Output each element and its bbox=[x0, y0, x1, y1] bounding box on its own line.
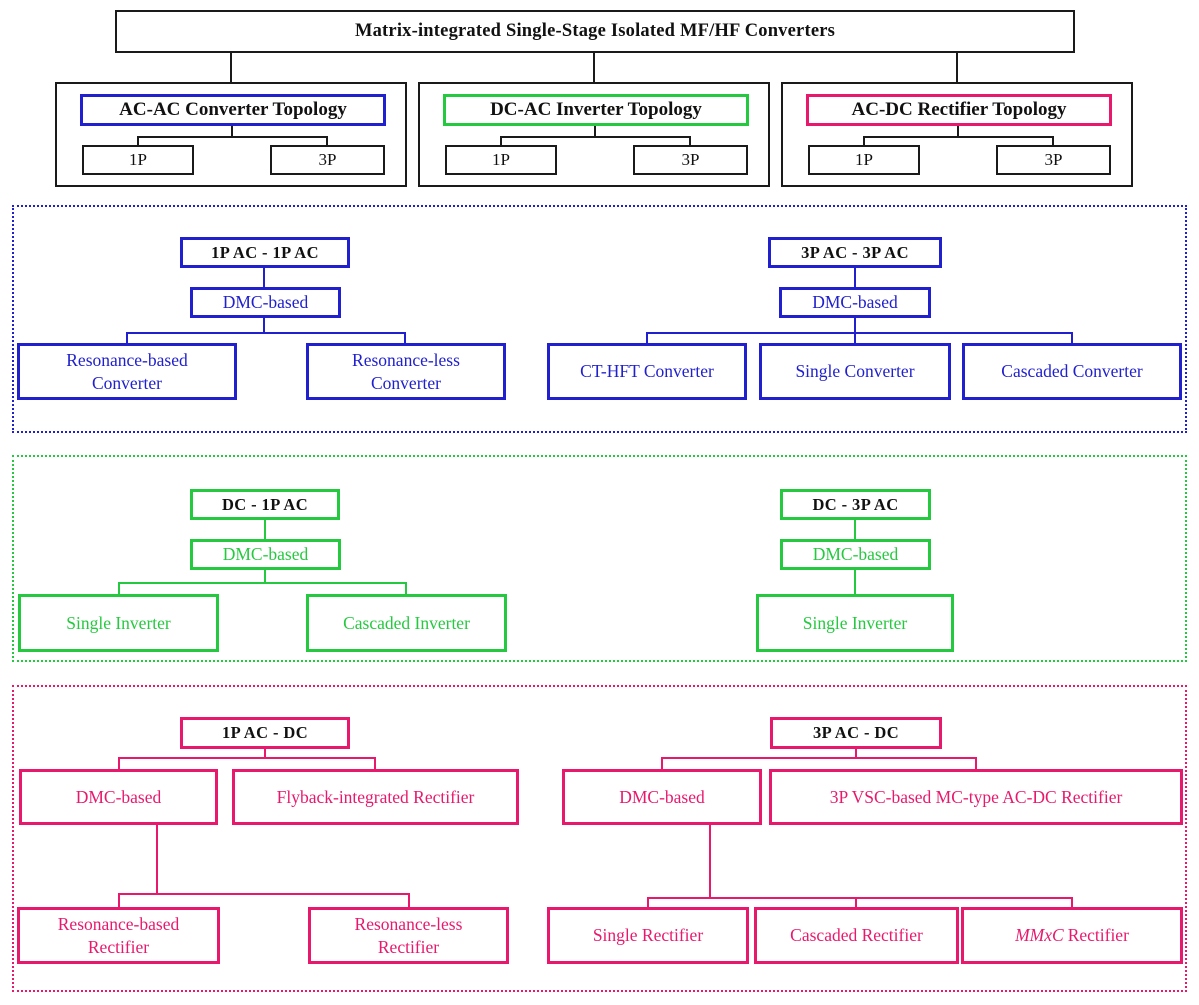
connector bbox=[137, 136, 328, 138]
connector bbox=[854, 268, 856, 287]
connector bbox=[118, 582, 407, 584]
group-ac-ac: AC-AC Converter Topology 1P 3P bbox=[55, 82, 407, 187]
group-ac-ac-title: AC-AC Converter Topology bbox=[80, 94, 386, 126]
connector bbox=[230, 53, 232, 82]
connector bbox=[709, 825, 711, 897]
connector bbox=[118, 893, 120, 907]
connector bbox=[405, 582, 407, 594]
node-dc-3p-ac: DC - 3P AC bbox=[780, 489, 931, 520]
connector bbox=[854, 570, 856, 594]
connector bbox=[118, 582, 120, 594]
leaf-cascaded-inverter: Cascaded Inverter bbox=[306, 594, 507, 652]
node-ac-dc-1p: 1P bbox=[808, 145, 920, 175]
connector bbox=[594, 126, 596, 136]
connector bbox=[264, 749, 266, 757]
node-dmc-based: DMC-based bbox=[19, 769, 218, 825]
node-1p-ac-1p-ac: 1P AC - 1P AC bbox=[180, 237, 350, 268]
root-title-box: Matrix-integrated Single-Stage Isolated … bbox=[115, 10, 1075, 53]
connector bbox=[593, 53, 595, 82]
node-dmc-based: DMC-based bbox=[190, 539, 341, 570]
node-ac-ac-3p: 3P bbox=[270, 145, 385, 175]
mmxc-italic-text: MMxC bbox=[1015, 925, 1064, 946]
connector bbox=[126, 332, 128, 343]
node-dmc-based: DMC-based bbox=[779, 287, 931, 318]
connector bbox=[118, 757, 376, 759]
connector bbox=[263, 268, 265, 287]
group-ac-dc-title: AC-DC Rectifier Topology bbox=[806, 94, 1112, 126]
group-dc-ac: DC-AC Inverter Topology 1P 3P bbox=[418, 82, 770, 187]
connector bbox=[118, 893, 410, 895]
connector bbox=[264, 520, 266, 539]
connector bbox=[118, 757, 120, 769]
connector bbox=[1071, 332, 1073, 343]
connector bbox=[956, 53, 958, 82]
connector bbox=[264, 570, 266, 582]
leaf-single-inverter: Single Inverter bbox=[18, 594, 219, 652]
leaf-resonance-less-rectifier: Resonance-less Rectifier bbox=[308, 907, 509, 964]
connector bbox=[156, 825, 158, 893]
section-ac-ac: 1P AC - 1P AC DMC-based Resonance-based … bbox=[12, 205, 1187, 433]
node-1p-ac-dc: 1P AC - DC bbox=[180, 717, 350, 749]
leaf-3p-vsc-based-mc-type-ac-dc-rectifier: 3P VSC-based MC-type AC-DC Rectifier bbox=[769, 769, 1183, 825]
leaf-resonance-based-rectifier: Resonance-based Rectifier bbox=[17, 907, 220, 964]
leaf-single-converter: Single Converter bbox=[759, 343, 951, 400]
connector bbox=[126, 332, 406, 334]
node-dmc-based: DMC-based bbox=[190, 287, 341, 318]
connector bbox=[646, 332, 1073, 334]
leaf-cascaded-converter: Cascaded Converter bbox=[962, 343, 1182, 400]
node-3p-ac-3p-ac: 3P AC - 3P AC bbox=[768, 237, 942, 268]
connector bbox=[500, 136, 691, 138]
connector bbox=[957, 126, 959, 136]
leaf-resonance-less-converter: Resonance-less Converter bbox=[306, 343, 506, 400]
leaf-single-rectifier: Single Rectifier bbox=[547, 907, 749, 964]
connector bbox=[374, 757, 376, 769]
connector bbox=[854, 520, 856, 539]
connector bbox=[689, 136, 691, 145]
leaf-cascaded-rectifier: Cascaded Rectifier bbox=[754, 907, 959, 964]
leaf-flyback-integrated-rectifier: Flyback-integrated Rectifier bbox=[232, 769, 519, 825]
connector bbox=[404, 332, 406, 343]
connector bbox=[854, 318, 856, 332]
node-dc-1p-ac: DC - 1P AC bbox=[190, 489, 340, 520]
connector bbox=[661, 757, 977, 759]
connector bbox=[863, 136, 1054, 138]
node-ac-ac-1p: 1P bbox=[82, 145, 194, 175]
group-dc-ac-title: DC-AC Inverter Topology bbox=[443, 94, 749, 126]
connector bbox=[1052, 136, 1054, 145]
connector bbox=[647, 897, 1073, 899]
section-ac-dc: 1P AC - DC DMC-based Flyback-integrated … bbox=[12, 685, 1187, 992]
leaf-single-inverter: Single Inverter bbox=[756, 594, 954, 652]
node-dmc-based: DMC-based bbox=[780, 539, 931, 570]
connector bbox=[975, 757, 977, 769]
connector bbox=[263, 318, 265, 332]
group-ac-dc: AC-DC Rectifier Topology 1P 3P bbox=[781, 82, 1133, 187]
connector bbox=[854, 332, 856, 343]
node-dmc-based: DMC-based bbox=[562, 769, 762, 825]
connector bbox=[647, 897, 649, 907]
mmxc-rest-text: Rectifier bbox=[1067, 925, 1129, 946]
connector bbox=[863, 136, 865, 145]
section-dc-ac: DC - 1P AC DMC-based Single Inverter Cas… bbox=[12, 455, 1187, 662]
connector bbox=[661, 757, 663, 769]
connector bbox=[326, 136, 328, 145]
connector bbox=[408, 893, 410, 907]
node-dc-ac-3p: 3P bbox=[633, 145, 748, 175]
leaf-resonance-based-converter: Resonance-based Converter bbox=[17, 343, 237, 400]
node-dc-ac-1p: 1P bbox=[445, 145, 557, 175]
connector bbox=[855, 749, 857, 757]
connector bbox=[231, 126, 233, 136]
connector bbox=[137, 136, 139, 145]
connector bbox=[1071, 897, 1073, 907]
connector bbox=[646, 332, 648, 343]
node-3p-ac-dc: 3P AC - DC bbox=[770, 717, 942, 749]
connector bbox=[500, 136, 502, 145]
node-ac-dc-3p: 3P bbox=[996, 145, 1111, 175]
connector bbox=[855, 897, 857, 907]
leaf-ct-hft-converter: CT-HFT Converter bbox=[547, 343, 747, 400]
